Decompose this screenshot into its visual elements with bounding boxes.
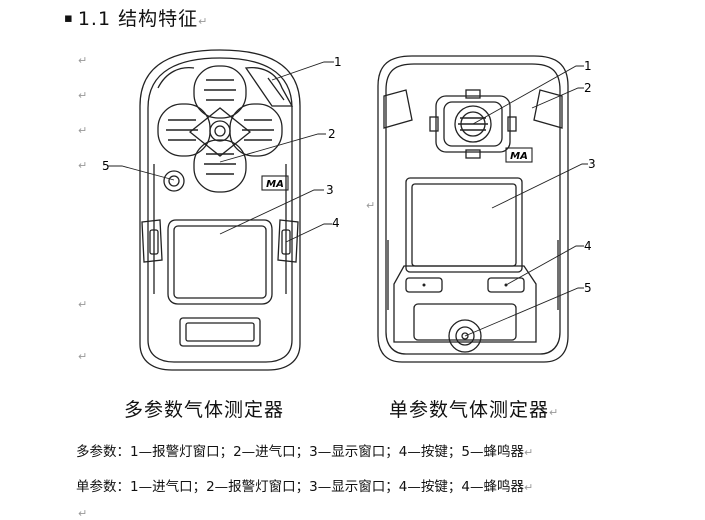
heading-text: 1.1 结构特征 [77,8,199,30]
callout-5: 5 [102,159,110,173]
callout-2: 2 [584,81,592,95]
legend-single: 单参数：1—进气口；2—报警灯窗口；3—显示窗口；4—按键；4—蜂鸣器↵ [76,475,533,495]
paragraph-mark: ↵ [78,89,88,102]
paragraph-mark: ↵ [78,507,88,520]
legend-single-text: 单参数：1—进气口；2—报警灯窗口；3—显示窗口；4—按键；4—蜂鸣器 [76,479,524,495]
paragraph-mark: ↵ [523,446,534,459]
callout-3: 3 [326,183,334,197]
callout-4: 4 [332,216,340,230]
callout-5: 5 [584,281,592,295]
single-device-caption: 单参数气体测定器↵ [389,395,559,422]
single-device-caption-text: 单参数气体测定器 [389,399,550,421]
paragraph-mark: ↵ [78,54,88,67]
single-parameter-detector-illustration: MA 1 2 3 4 5 [377,55,596,363]
paragraph-mark: ↵ [366,199,376,212]
callout-3: 3 [588,157,596,171]
device-logo: MA [266,179,284,190]
paragraph-mark: ↵ [198,15,209,28]
callout-1: 1 [334,55,342,69]
callout-1: 1 [584,59,592,73]
section-heading: ▪1.1 结构特征↵ [64,4,208,31]
paragraph-mark: ↵ [78,124,88,137]
legend-multi-text: 多参数：1—报警灯窗口；2—进气口；3—显示窗口；4—按键；5—蜂鸣器 [76,444,524,460]
paragraph-mark: ↵ [78,298,88,311]
callout-2: 2 [328,127,336,141]
device-logo: MA [510,151,528,162]
legend-multi: 多参数：1—报警灯窗口；2—进气口；3—显示窗口；4—按键；5—蜂鸣器↵ [76,440,533,460]
multi-parameter-detector-illustration: MA 1 2 3 4 5 [102,49,342,371]
paragraph-mark: ↵ [78,159,88,172]
heading-bullet: ▪ [64,11,74,26]
paragraph-mark: ↵ [523,481,534,494]
callout-4: 4 [584,239,592,253]
paragraph-mark: ↵ [549,406,560,419]
paragraph-mark: ↵ [78,350,88,363]
multi-device-caption: 多参数气体测定器 [124,399,285,421]
